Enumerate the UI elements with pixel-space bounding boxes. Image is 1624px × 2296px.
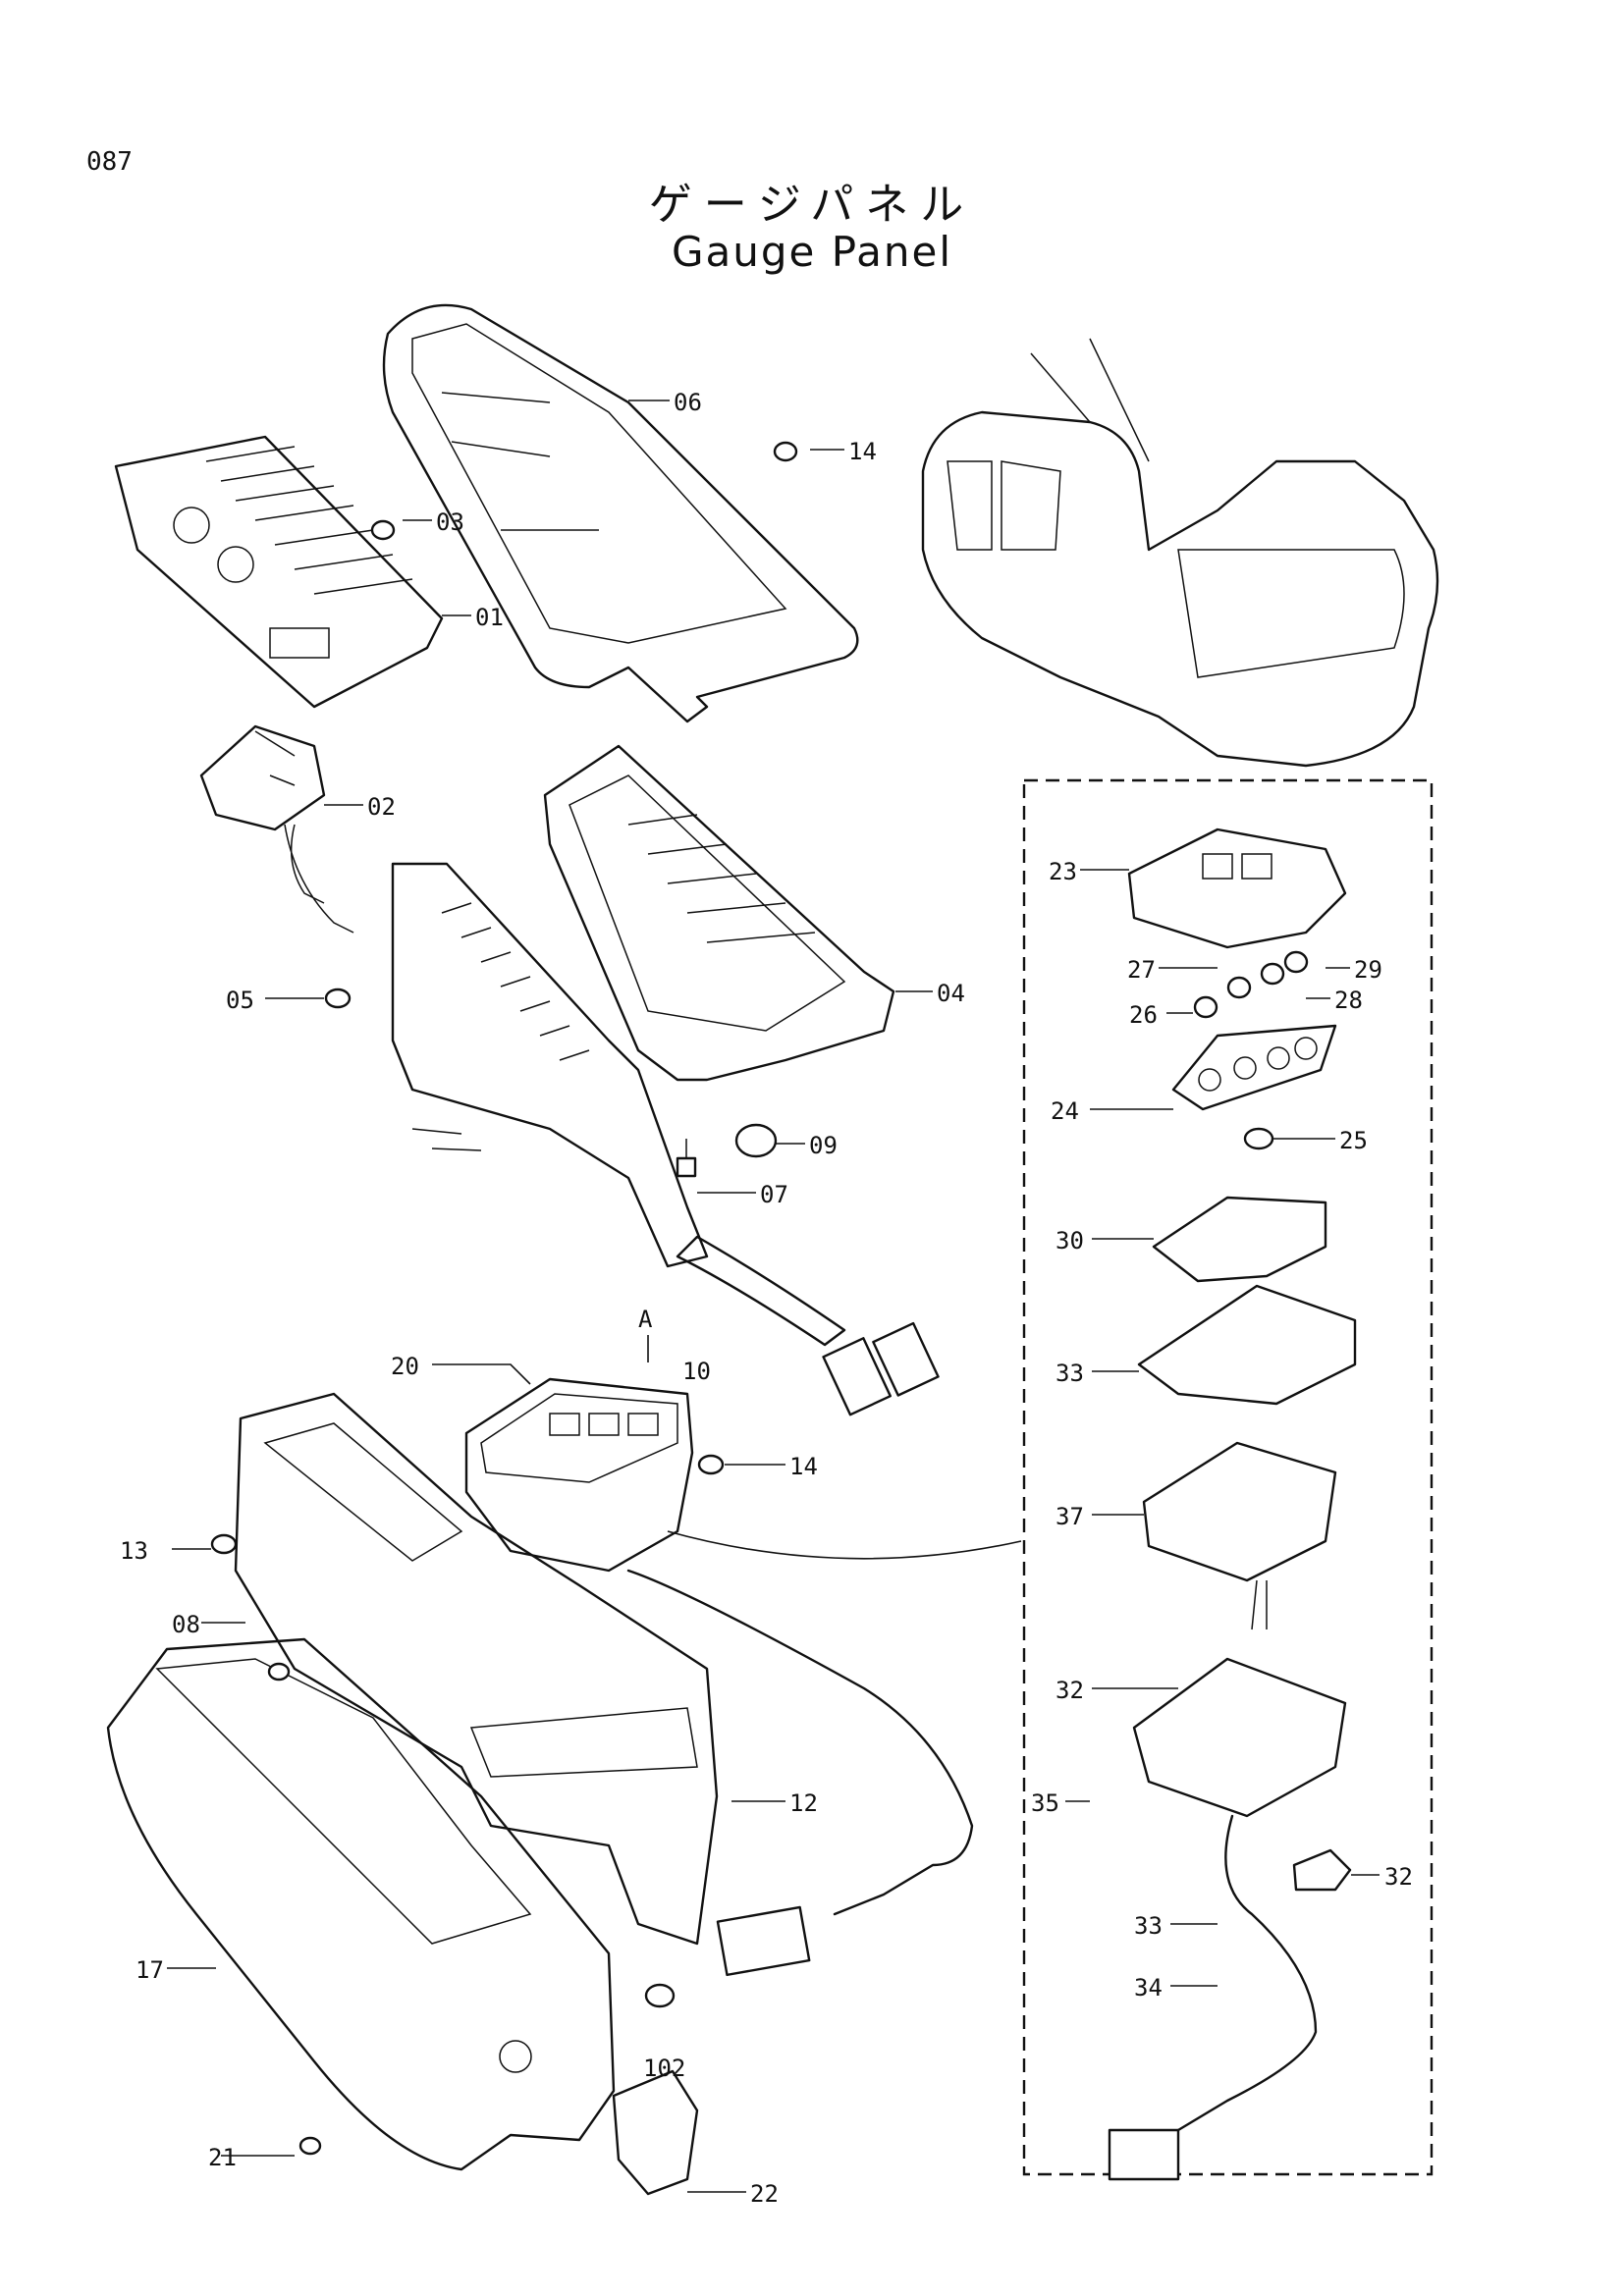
- board-30: [1137, 1284, 1357, 1406]
- callout-32: 32: [1384, 1863, 1413, 1891]
- title-japanese: ゲージパネル: [648, 180, 976, 230]
- cover-15: [106, 1637, 616, 2171]
- callout-34: 34: [1134, 1974, 1163, 2002]
- callout-30: 33: [1056, 1360, 1084, 1387]
- callout-01: 01: [475, 604, 504, 631]
- gauge-plate-01: [114, 435, 444, 709]
- excavator-sketch: [921, 338, 1439, 768]
- harness-cable: [626, 1569, 974, 1916]
- callout-21: 23: [1049, 858, 1077, 885]
- callout-16: 21: [208, 2144, 237, 2171]
- callout-33: 33: [1134, 1912, 1163, 1940]
- callout-02: 02: [367, 793, 396, 821]
- view-label-a: A: [638, 1306, 653, 1333]
- callout-24: 26: [1129, 1001, 1158, 1029]
- wire-harness: [391, 862, 709, 1268]
- screw-icons: [210, 441, 798, 2156]
- callout-10: 10: [682, 1358, 711, 1385]
- callout-25: 27: [1127, 956, 1156, 984]
- base-22: [1171, 1024, 1337, 1111]
- callout-17: 22: [750, 2180, 779, 2208]
- callout-12: 12: [789, 1789, 818, 1817]
- keycaps: [1193, 950, 1309, 1150]
- board-37: [1142, 1441, 1337, 1582]
- connector: [716, 1905, 811, 1977]
- harness-33: [1176, 1814, 1318, 2132]
- housing-04: [543, 744, 895, 1082]
- callout-07: 07: [760, 1181, 788, 1208]
- callout-06: 05: [226, 987, 254, 1014]
- callout-20: 20: [391, 1353, 419, 1380]
- cable-10: [676, 1235, 940, 1416]
- control-box-20: [464, 1377, 694, 1573]
- callout-22: 24: [1051, 1097, 1079, 1125]
- connector-33: [1108, 2128, 1180, 2181]
- subassembly-box: [1022, 778, 1434, 2176]
- leader-lines: [167, 400, 1380, 2193]
- cover-28: [1152, 1196, 1327, 1283]
- case-29: [1132, 1657, 1347, 1818]
- callout-28: 30: [1056, 1227, 1084, 1255]
- link-curve: [667, 1530, 1022, 1560]
- callout-13: 13: [120, 1537, 148, 1565]
- callout-14-top: 14: [848, 438, 877, 465]
- clip-32: [1292, 1848, 1352, 1892]
- callout-26: 28: [1334, 987, 1363, 1014]
- callout-05: 06: [674, 389, 702, 416]
- callout-15: 17: [135, 1956, 164, 1984]
- page-number: 087: [86, 147, 133, 177]
- bracket-12: [234, 1392, 719, 1946]
- callout-23: 25: [1339, 1127, 1368, 1154]
- callout-37: 37: [1056, 1503, 1084, 1530]
- callout-102: 102: [643, 2055, 685, 2082]
- callout-14-mid: 14: [789, 1453, 818, 1480]
- frame-05: [382, 303, 859, 723]
- title-english: Gauge Panel: [671, 228, 953, 276]
- panel-21: [1127, 828, 1347, 949]
- callout-27: 29: [1354, 956, 1382, 984]
- cap-09: [734, 1123, 778, 1158]
- callout-labels: 06 14 03 01 02 04 05 09 07 A 10 20 14 13…: [120, 389, 1413, 2208]
- callout-35: 35: [1031, 1789, 1059, 1817]
- screw-07: [676, 1139, 697, 1178]
- callout-09: 09: [809, 1132, 838, 1159]
- callout-08: 08: [172, 1611, 200, 1638]
- callout-04: 04: [937, 980, 965, 1007]
- callout-29: 32: [1056, 1677, 1084, 1704]
- cap-17: [612, 2069, 699, 2196]
- callout-03: 03: [436, 508, 464, 536]
- wires-37: [1251, 1579, 1268, 1630]
- switch-02: [199, 724, 354, 934]
